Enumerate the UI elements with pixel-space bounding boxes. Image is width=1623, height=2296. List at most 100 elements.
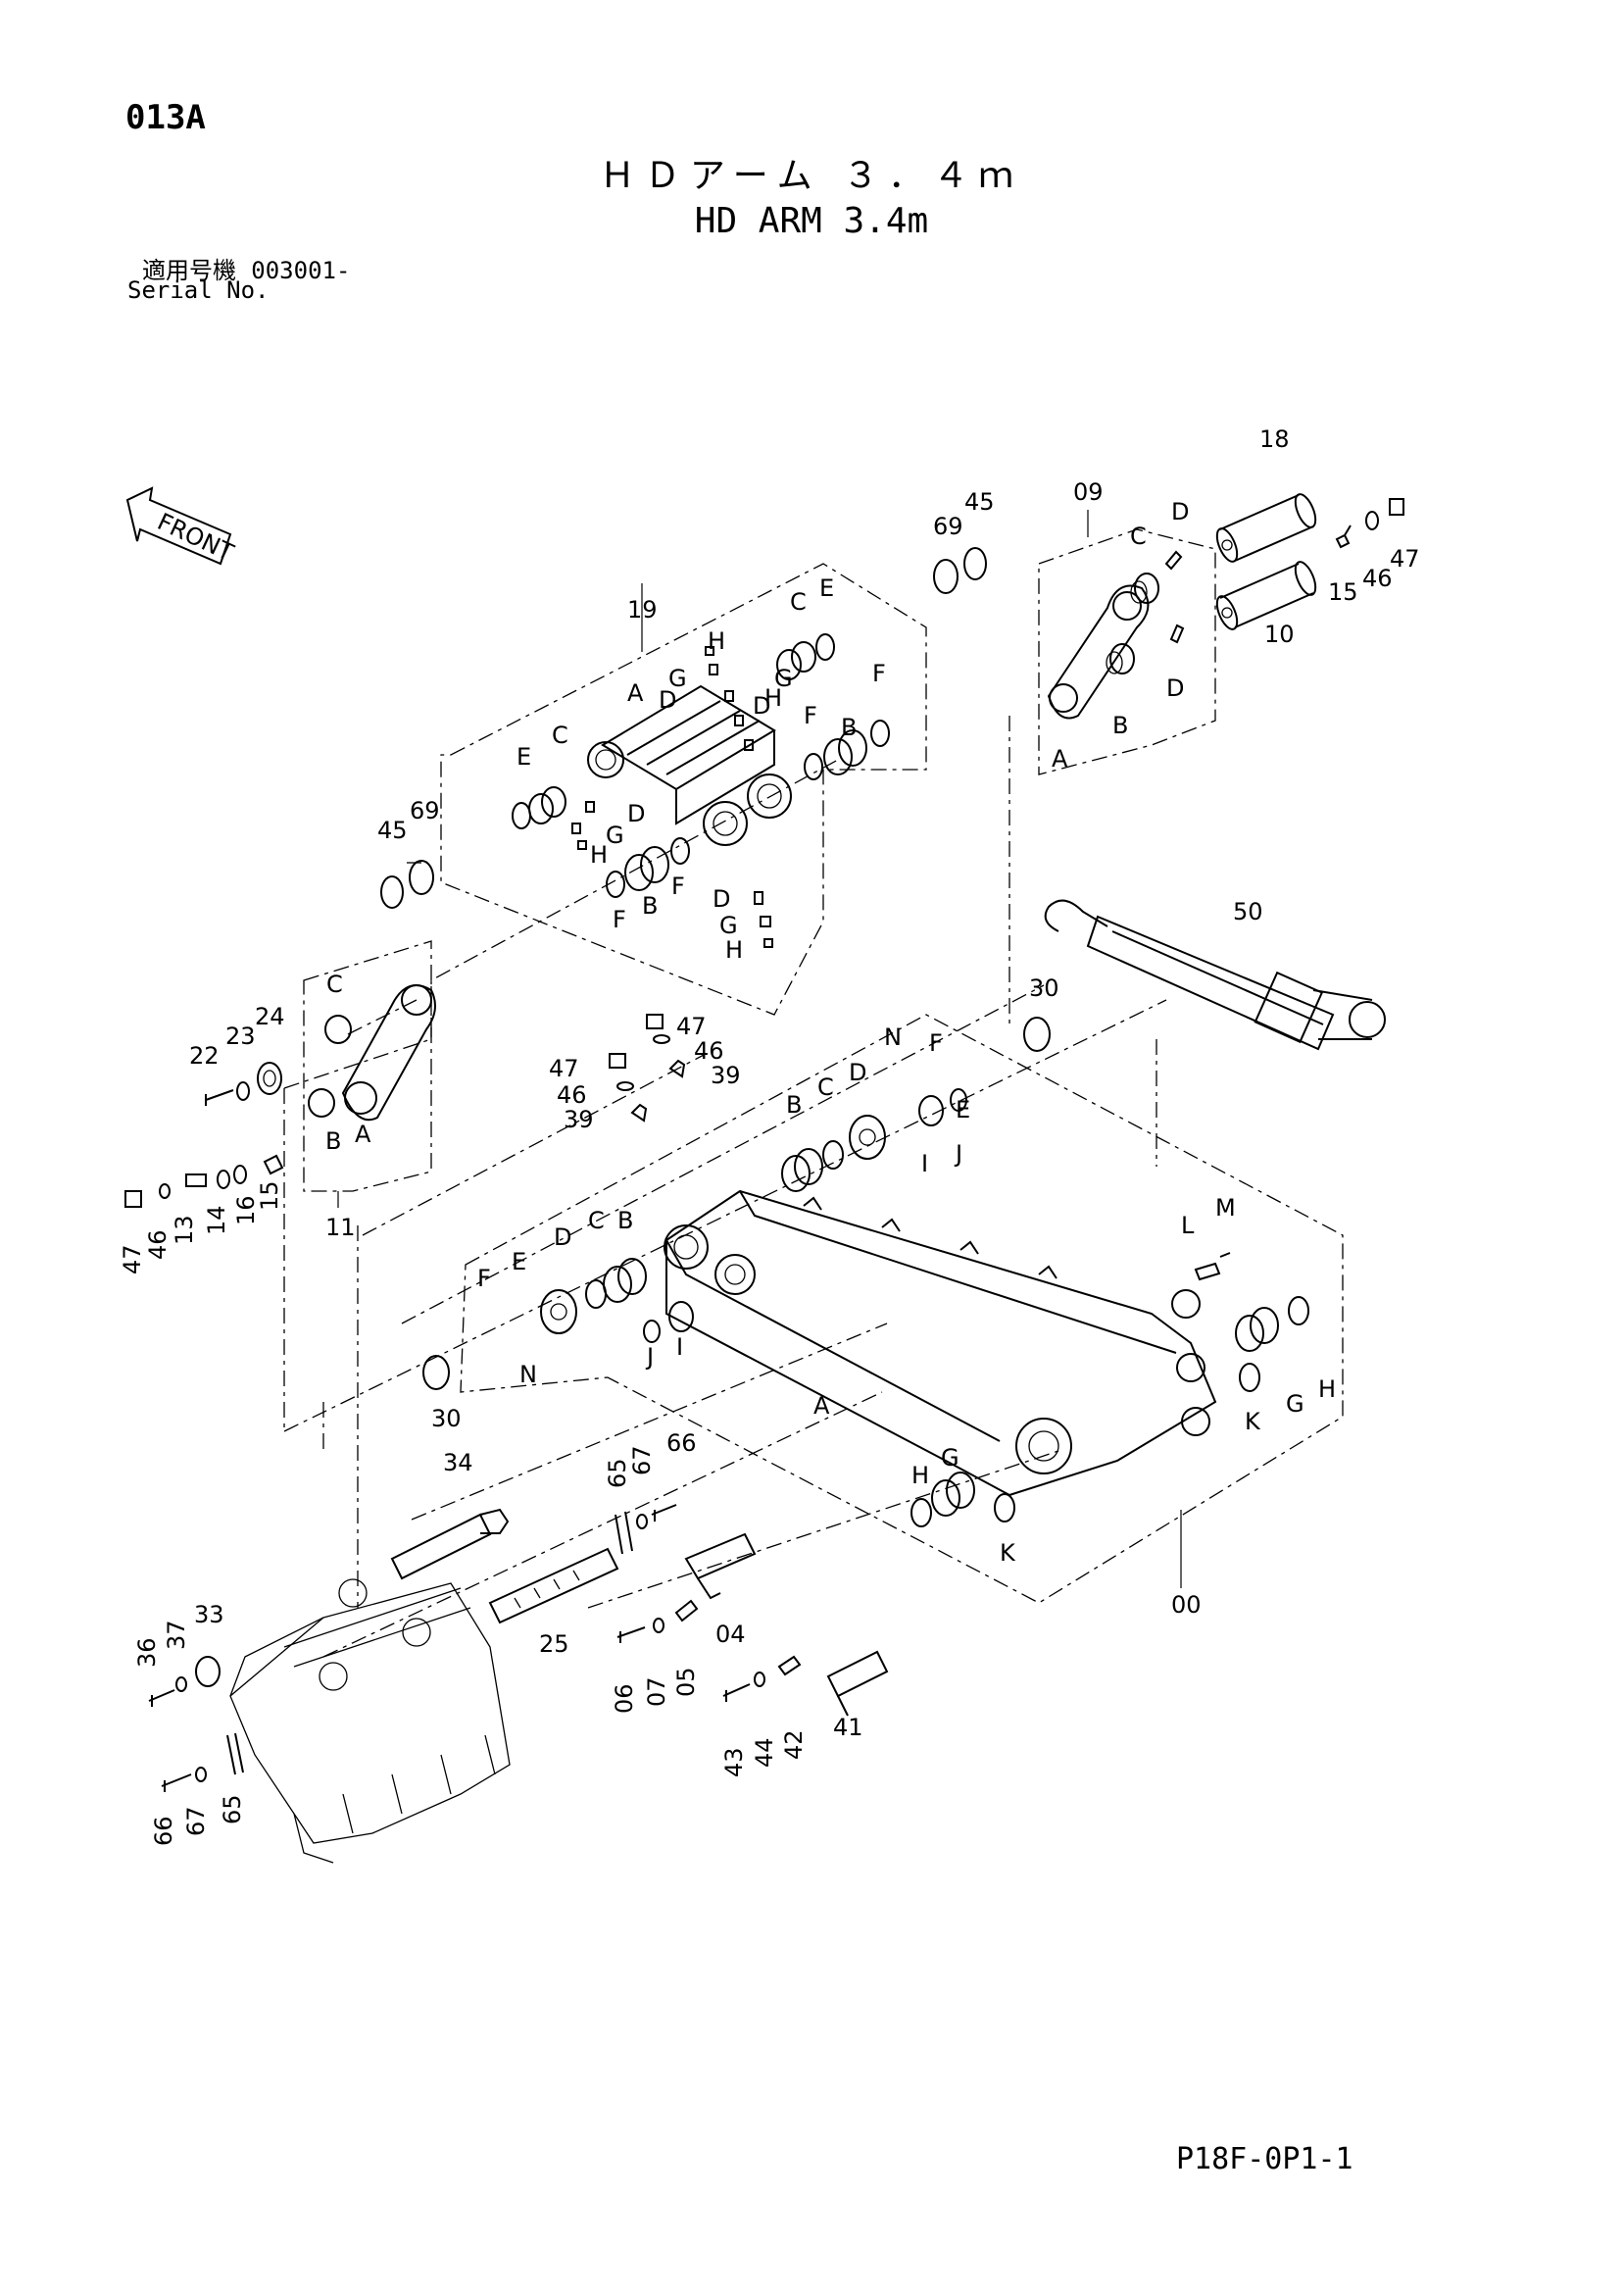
alignment-line-1 [283, 759, 839, 1089]
letter-e-19-upper: E [819, 574, 834, 602]
pin-34 [390, 1508, 510, 1580]
group-00-boundary [460, 1014, 1344, 1604]
ring-45a [963, 547, 987, 580]
callout-39b: 39 [564, 1106, 594, 1133]
fitting-39a [668, 1059, 686, 1078]
callout-44: 44 [751, 1737, 778, 1768]
letter-d-19-top: D [659, 686, 676, 714]
letter-e-arm-left: E [512, 1248, 526, 1275]
group-09-boundary [1038, 528, 1216, 775]
group-19-boundary [440, 563, 927, 1016]
letter-f-19-mid: F [804, 702, 817, 729]
fitting-39b [630, 1103, 648, 1123]
plate-05 [674, 1599, 699, 1622]
letter-d-19-right: D [753, 692, 770, 720]
seal-19-f-right1 [804, 753, 823, 780]
letter-e-arm-top: E [956, 1096, 970, 1123]
callout-07: 07 [643, 1676, 670, 1707]
alignment-line-3 [401, 984, 1045, 1324]
bushing-19-b-lower [624, 846, 669, 891]
washer-46d [616, 1081, 634, 1091]
callout-69a: 69 [933, 513, 963, 540]
letter-g-19-bottom: G [719, 912, 738, 939]
letter-n-arm-left: N [519, 1361, 537, 1388]
letter-c-arm-left: C [588, 1207, 605, 1234]
plug-09-d1 [1164, 550, 1183, 571]
cap-47c [646, 1014, 664, 1029]
bushing-19-c-left [528, 786, 566, 824]
plug-09-d2 [1169, 624, 1185, 644]
serial-label-jp-text: 適用号機 [142, 257, 236, 284]
bolt-06 [616, 1626, 646, 1643]
pin-25 [488, 1547, 619, 1624]
bolt-36 [148, 1689, 175, 1707]
ring-45b [380, 875, 404, 909]
front-arrow-icon: FRONT [125, 486, 238, 567]
bolt-22 [205, 1089, 234, 1106]
front-label: FRONT [153, 508, 237, 567]
callout-22: 22 [189, 1042, 220, 1070]
arm-seal-top-j [950, 1088, 967, 1112]
group-11-boundary [303, 940, 432, 1192]
title-japanese: ＨＤアーム ３．４ｍ [599, 156, 1024, 196]
letter-c-11: C [326, 971, 343, 998]
washer-16 [233, 1165, 247, 1184]
letter-g-19-top: G [668, 665, 687, 692]
arm-bushing-left-i [668, 1301, 694, 1332]
title-english: HD ARM 3.4m [694, 201, 929, 241]
letter-h-19-top: H [708, 627, 725, 655]
washer-44 [754, 1672, 765, 1687]
callout-04: 04 [715, 1621, 746, 1648]
letter-b-19: B [841, 714, 857, 741]
linkage-19 [587, 684, 792, 846]
arm-bushing-top-b [781, 1148, 823, 1192]
callout-10: 10 [1264, 621, 1295, 648]
seal-19-e-left [512, 802, 531, 829]
arm-plate-top-d [849, 1115, 886, 1160]
bushing-09-b [1106, 643, 1135, 674]
letter-a-09: A [1052, 745, 1068, 773]
page-code: 013A [125, 98, 206, 137]
letter-g-arm-right: G [1286, 1390, 1304, 1418]
letter-d-19-left: D [627, 800, 645, 827]
alignment-line-6 [362, 1053, 707, 1236]
arm-seal-top-c [822, 1140, 844, 1170]
letter-d-arm-top: D [849, 1059, 866, 1086]
callout-47c: 47 [676, 1013, 707, 1040]
letter-g-arm-bottom: G [941, 1444, 959, 1472]
callout-69b: 69 [410, 797, 440, 824]
plate-l-m [1194, 1252, 1231, 1281]
washer-46b [159, 1183, 171, 1199]
fittings-19-left [571, 801, 595, 850]
arm-seal-left-j [643, 1320, 661, 1343]
letter-i-arm-left: I [676, 1333, 683, 1361]
letter-b-09: B [1112, 712, 1128, 739]
letter-i-arm-top: I [921, 1150, 928, 1177]
callout-50: 50 [1233, 898, 1263, 925]
seal-19-f-lower2 [670, 837, 690, 865]
serial-label-english: Serial No. [127, 276, 270, 304]
letter-l: L [1181, 1212, 1195, 1239]
callout-24: 24 [255, 1003, 285, 1030]
callout-45b: 45 [377, 817, 408, 844]
alignment-line-10 [587, 1450, 1059, 1609]
bolt-66a [651, 1504, 677, 1522]
letter-g-19-left: G [606, 822, 624, 849]
seal-19-f-lower1 [606, 871, 625, 898]
letter-b-arm-top: B [786, 1091, 802, 1119]
letter-h-arm-right: H [1318, 1375, 1336, 1403]
callout-41: 41 [833, 1714, 863, 1741]
letter-d-09-top: D [1171, 498, 1189, 525]
callout-47d: 47 [549, 1055, 579, 1082]
grease-fitting-15 [1335, 524, 1352, 549]
seal-19-e-upper [815, 633, 835, 661]
callout-16: 16 [232, 1195, 260, 1225]
callout-33: 33 [194, 1601, 224, 1628]
link-09 [1047, 584, 1150, 720]
arm-seal-right-k [1239, 1363, 1260, 1392]
washer-23 [236, 1081, 250, 1101]
callout-09: 09 [1073, 478, 1104, 506]
letter-k-arm-right: K [1245, 1408, 1261, 1435]
callout-00: 00 [1171, 1591, 1202, 1619]
